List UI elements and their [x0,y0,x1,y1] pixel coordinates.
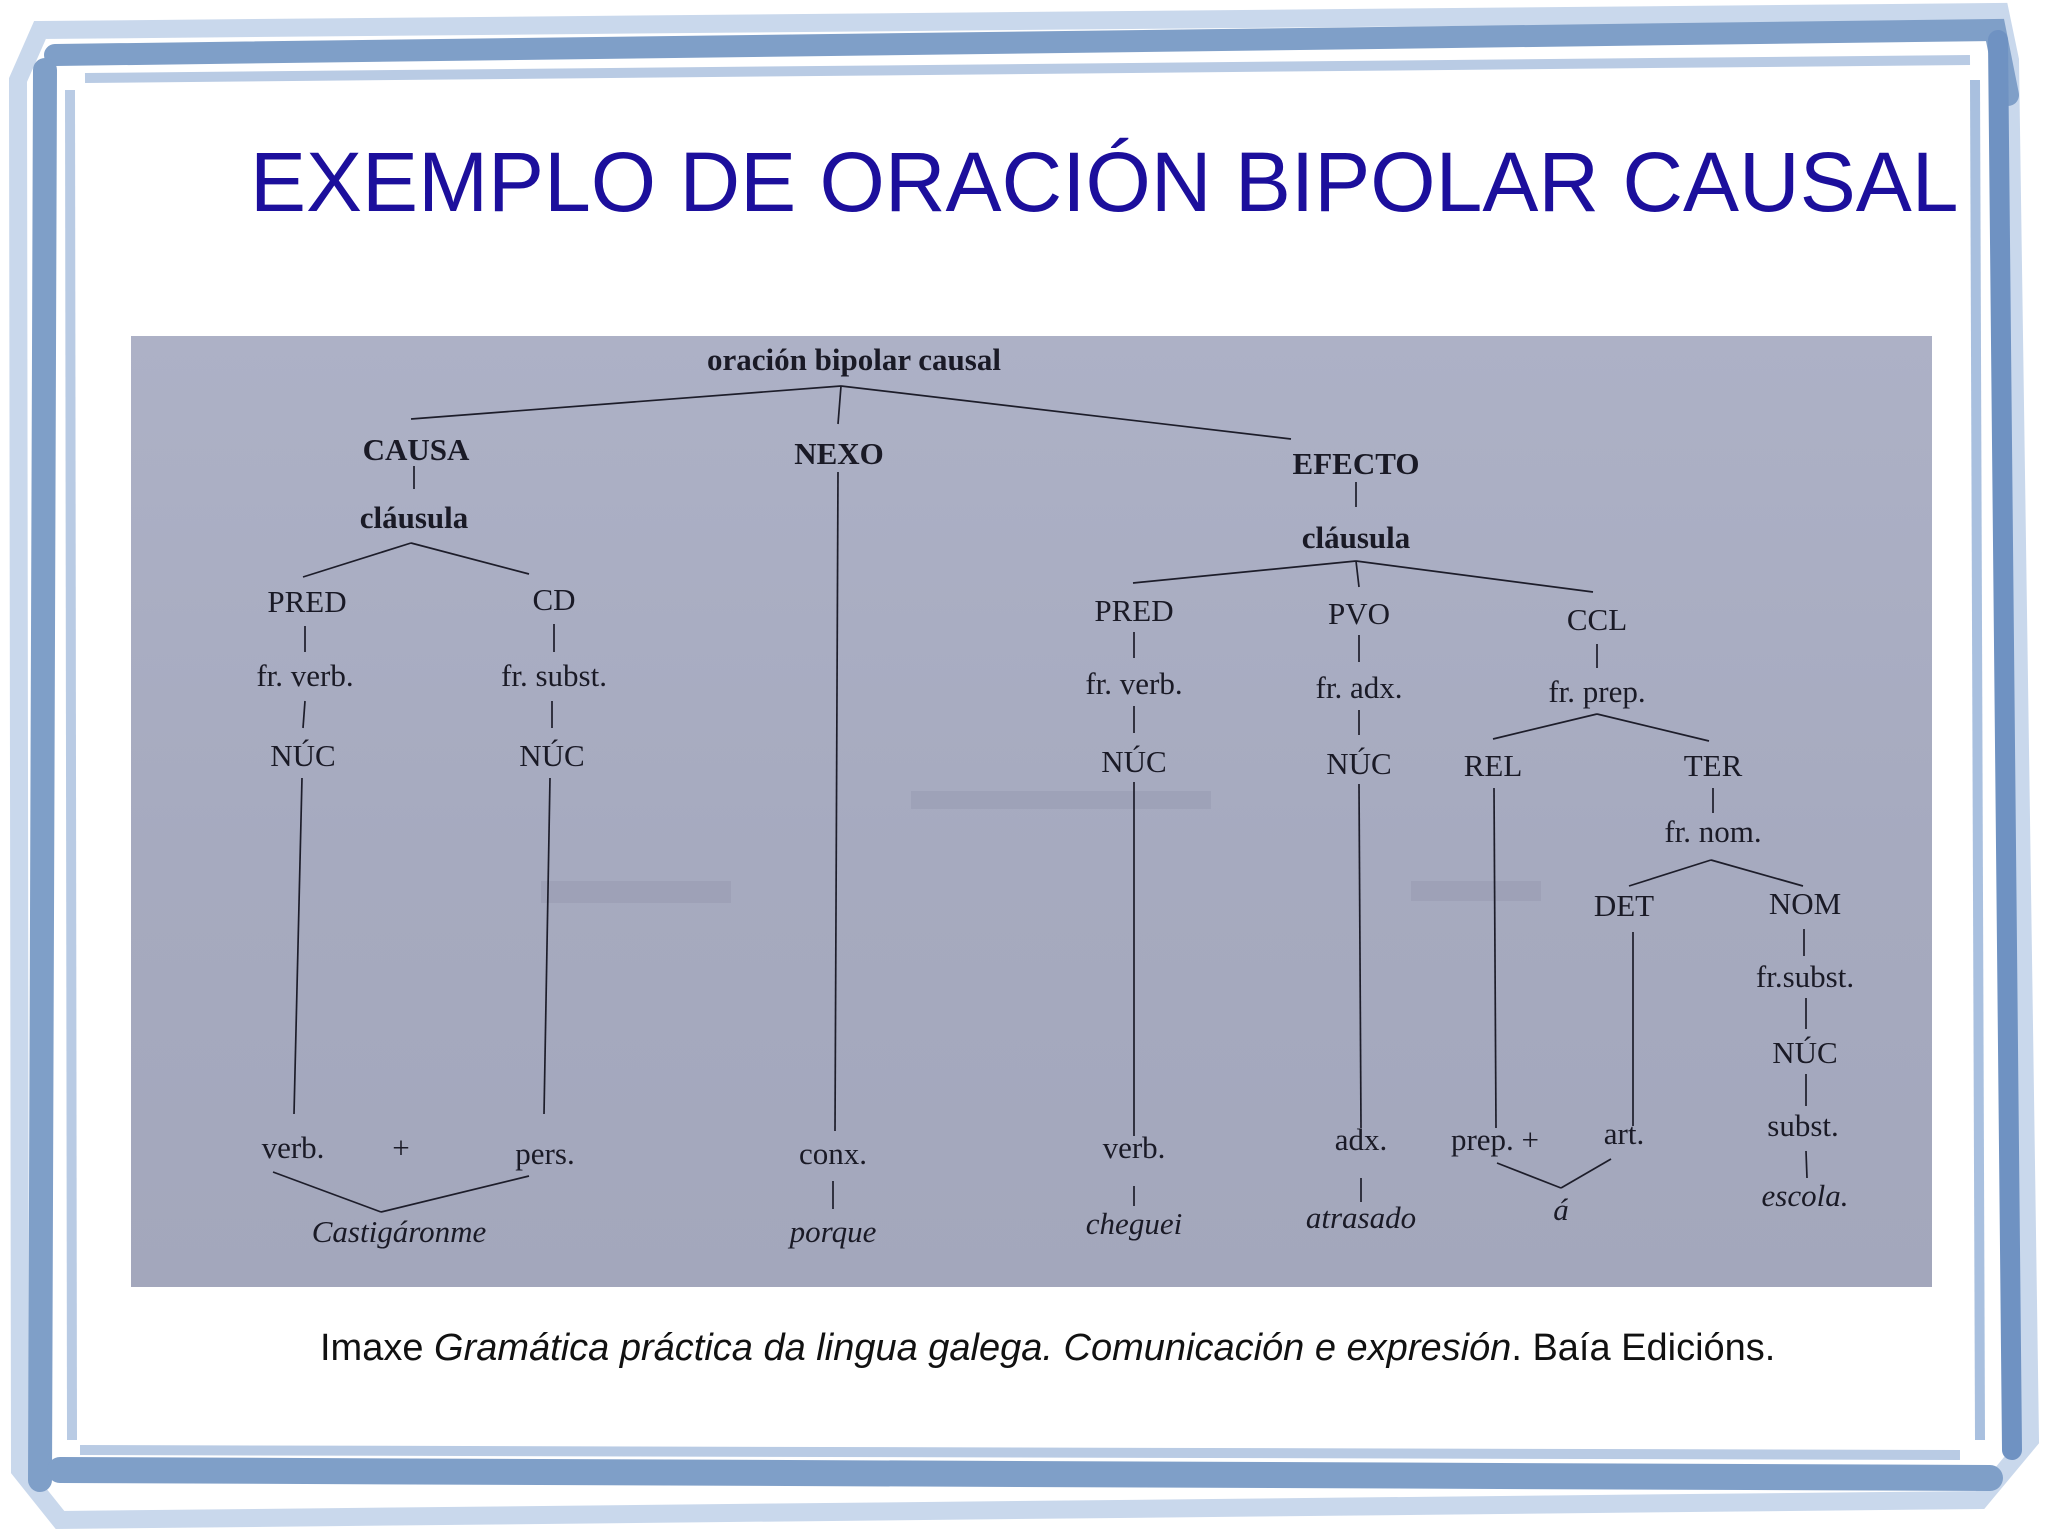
node-nom-core: NÚC [1772,1035,1837,1070]
node-efecto-pred-core: NÚC [1101,744,1166,779]
node-efecto-pvo: PVO [1328,596,1390,631]
node-efecto: EFECTO [1293,446,1420,481]
edge-root-efecto [840,385,1292,440]
node-causa-cd-core: NÚC [519,738,584,773]
node-causa-pred: PRED [267,584,346,619]
node-rel-prep: prep. + [1451,1122,1539,1157]
node-root: oración bipolar causal [707,342,1001,377]
node-efecto-pred-phrase: fr. verb. [1085,666,1182,701]
node-ccl-ter: TER [1684,748,1743,783]
node-causa-verb: verb. [262,1130,325,1165]
edge-root-nexo [837,385,842,425]
node-nexo-conx: conx. [799,1136,867,1171]
word-castigaronme: Castigáronme [312,1214,487,1249]
node-causa-cd-phrase: fr. subst. [501,658,607,693]
node-nom-subst: subst. [1767,1108,1839,1143]
edge-root-causa [410,385,842,420]
node-ter-phrase: fr. nom. [1664,814,1761,849]
slide-title: EXEMPLO DE ORACIÓN BIPOLAR CAUSAL [250,135,1959,229]
ghost-smudge [1411,881,1541,901]
node-efecto-pvo-core: NÚC [1326,746,1391,781]
ghost-smudge [541,881,731,903]
node-causa: CAUSA [363,432,470,467]
node-causa-pred-core: NÚC [270,738,335,773]
node-nom-phrase: fr.subst. [1756,959,1854,994]
image-caption: Imaxe Gramática práctica da lingua galeg… [320,1327,2000,1370]
node-causa-pers: pers. [515,1136,574,1171]
syntax-tree: oración bipolar causal CAUSA cláusula PR… [256,342,1854,1249]
tree-diagram-photo: oración bipolar causal CAUSA cláusula PR… [131,336,1932,1287]
node-efecto-pvo-phrase: fr. adx. [1316,670,1403,705]
word-escola: escola. [1762,1178,1849,1213]
caption-book-title: Gramática práctica da lingua galega. Com… [434,1327,1512,1369]
node-ccl-rel: REL [1464,748,1523,783]
node-efecto-ccl: CCL [1567,602,1627,637]
caption-publisher: . Baía Edicións. [1511,1327,1776,1369]
node-causa-plus: + [392,1130,409,1165]
tree-edges [272,385,1808,1213]
node-causa-clause: cláusula [360,500,469,535]
caption-prefix: Imaxe [320,1327,435,1369]
word-atrasado: atrasado [1306,1200,1416,1235]
word-cheguei: cheguei [1086,1206,1182,1241]
node-ter-nom: NOM [1769,886,1841,921]
node-causa-cd: CD [532,582,575,617]
node-efecto-verb: verb. [1103,1130,1166,1165]
node-ter-det: DET [1594,888,1654,923]
node-efecto-clause: cláusula [1302,520,1411,555]
node-efecto-pred: PRED [1094,593,1173,628]
node-det-art: art. [1604,1116,1644,1151]
ghost-smudge [911,791,1211,809]
node-efecto-adx: adx. [1335,1122,1388,1157]
node-causa-pred-phrase: fr. verb. [256,658,353,693]
node-nexo: NEXO [794,436,884,471]
node-efecto-ccl-phrase: fr. prep. [1548,674,1645,709]
word-a-contraction: á [1553,1192,1569,1227]
word-porque: porque [788,1214,877,1249]
